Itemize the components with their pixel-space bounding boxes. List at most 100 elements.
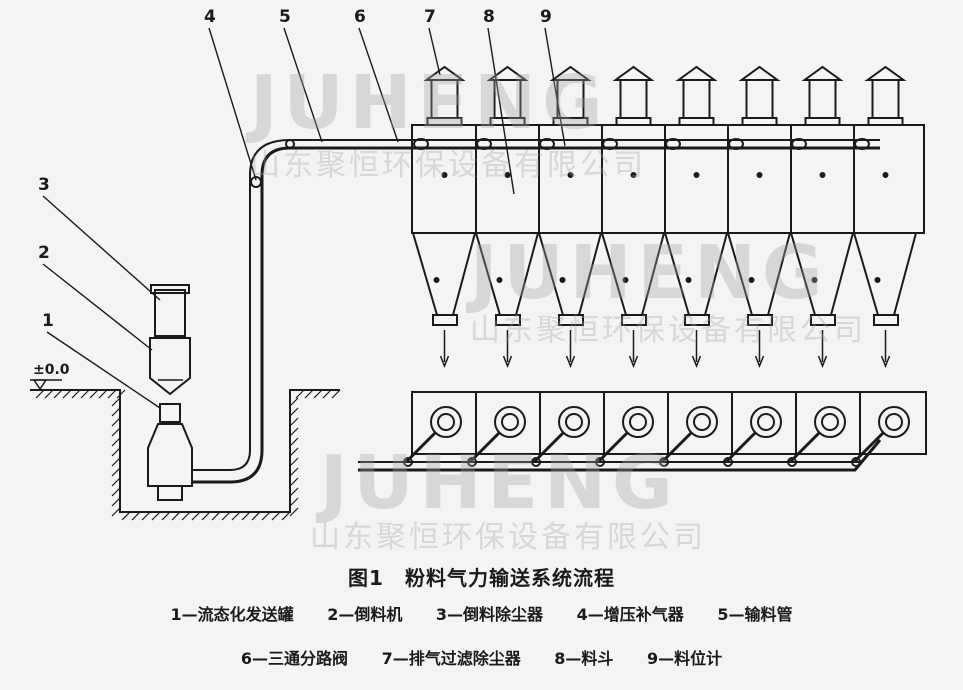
ground-line (30, 389, 340, 513)
discharge-arrowhead (880, 355, 891, 369)
pit-hatch (141, 511, 151, 521)
exhaust-filter-base (741, 117, 778, 126)
callout-number: 3 (38, 175, 50, 195)
pit-hatch (289, 457, 299, 467)
legend-item: 5—输料管 (717, 605, 793, 624)
callout-number: 7 (424, 7, 436, 27)
hopper-cone (412, 232, 476, 316)
bin-feed-pipe (660, 430, 694, 464)
ground-hatch (53, 389, 63, 399)
callout-number: 2 (38, 243, 50, 263)
hopper-level-dot (811, 277, 818, 283)
bin-feed-pipe (852, 430, 886, 464)
legend-item: 3—倒料除尘器 (435, 605, 544, 624)
level-gauge (630, 172, 637, 178)
hopper-level-dot (685, 277, 692, 283)
hopper-outlet (558, 314, 584, 326)
pit-hatch (111, 477, 121, 487)
hopper-outlet (873, 314, 899, 326)
hopper-cone (790, 232, 854, 316)
ground-hatch (35, 389, 45, 399)
ground-hatch (313, 389, 323, 399)
pipe-joint (285, 139, 295, 149)
pit-hatch (111, 507, 121, 517)
pit-hatch (111, 437, 121, 447)
pit-hatch (289, 487, 299, 497)
legend-item: 7—排气过滤除尘器 (381, 649, 521, 668)
exhaust-filter (871, 79, 900, 119)
exhaust-filter-roof (486, 65, 529, 81)
bin-valve-ring (622, 406, 654, 438)
callout-leader (487, 27, 515, 195)
pit-hatch (289, 407, 299, 417)
bin-feed-pipe (596, 430, 630, 464)
callout-number: 9 (540, 7, 552, 27)
hopper-level-dot (559, 277, 566, 283)
legend-item: 8—料斗 (554, 649, 614, 668)
bin-valve-core (885, 413, 903, 431)
legend-row-1: 1—流态化发送罐 2—倒料机 3—倒料除尘器 4—增压补气器 5—输料管 (0, 601, 963, 625)
three-way-valve (413, 138, 429, 150)
pit-hatch (289, 427, 299, 437)
ground-hatch (107, 389, 117, 399)
legend-item: 6—三通分路阀 (240, 649, 348, 668)
callout-number: 5 (279, 7, 291, 27)
exhaust-filter (808, 79, 837, 119)
booster-air-supplement (250, 176, 262, 188)
hopper-outlet (810, 314, 836, 326)
hopper-cone (601, 232, 665, 316)
exhaust-filter-base (615, 117, 652, 126)
exhaust-filter-base (426, 117, 463, 126)
ground-hatch (295, 389, 305, 399)
ground-hatch (331, 389, 341, 399)
level-gauge (567, 172, 574, 178)
callout-number: 1 (42, 311, 54, 331)
hopper-level-dot (748, 277, 755, 283)
legend-row-2: 6—三通分路阀 7—排气过滤除尘器 8—料斗 9—料位计 (0, 645, 963, 669)
exhaust-filter (493, 79, 522, 119)
pit-hatch (111, 467, 121, 477)
legend-item: 4—增压补气器 (576, 605, 684, 624)
discharge-arrowhead (439, 355, 450, 369)
fluidizing-tank (147, 423, 193, 487)
legend-item: 9—料位计 (647, 649, 723, 668)
discharge-arrowhead (817, 355, 828, 369)
pit-hatch (289, 467, 299, 477)
level-gauge (882, 172, 889, 178)
exhaust-filter (745, 79, 774, 119)
pit-hatch (201, 511, 211, 521)
pit-hatch (289, 497, 299, 507)
ground-hatch (44, 389, 54, 399)
exhaust-filter (682, 79, 711, 119)
pit-hatch (121, 511, 131, 521)
figure-title: 图1 粉料气力输送系统流程 (348, 566, 615, 590)
three-way-valve (728, 138, 744, 150)
legend-item: 2—倒料机 (327, 605, 403, 624)
hopper-level-dot (496, 277, 503, 283)
three-way-valve (602, 138, 618, 150)
pit-hatch (211, 511, 221, 521)
pit-hatch (261, 511, 271, 521)
bin-valve-ring (750, 406, 782, 438)
dust-collector-cap (150, 284, 190, 294)
callout-leader (428, 27, 441, 76)
discharge-arrowhead (565, 355, 576, 369)
pit-hatch (151, 511, 161, 521)
bin-valve-core (565, 413, 583, 431)
callout-leader (544, 27, 566, 147)
bin-valve-core (437, 413, 455, 431)
bin-valve-ring (558, 406, 590, 438)
callout-number: 6 (354, 7, 366, 27)
discharge-arrowhead (628, 355, 639, 369)
hopper-cone (538, 232, 602, 316)
exhaust-filter-base (552, 117, 589, 126)
pit-hatch (289, 447, 299, 457)
bin-valve-ring (430, 406, 462, 438)
exhaust-filter-roof (423, 65, 466, 81)
three-way-valve (539, 138, 555, 150)
exhaust-filter-base (489, 117, 526, 126)
level-marker (32, 379, 48, 391)
exhaust-filter-roof (612, 65, 655, 81)
bin-feed-pipe (724, 430, 758, 464)
